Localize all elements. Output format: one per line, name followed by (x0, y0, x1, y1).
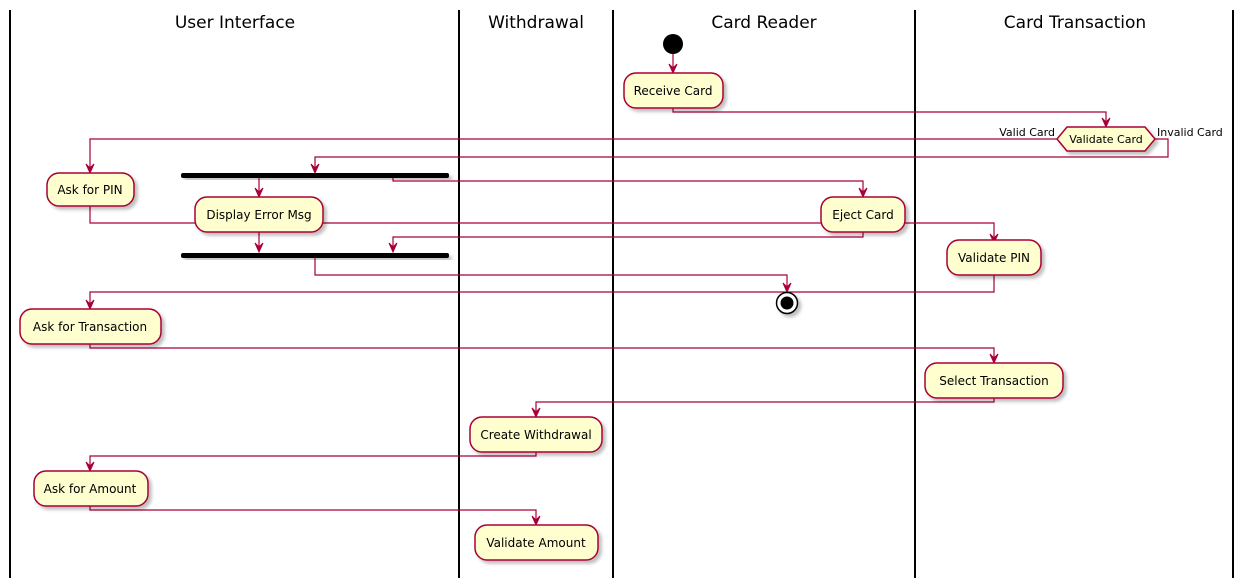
action-select-transaction: Select Transaction (924, 362, 1064, 399)
action-ask-for-transaction: Ask for Transaction (19, 308, 162, 345)
edge-create-withdrawal-to-ask-amount (89, 452, 537, 468)
arrowhead (254, 242, 264, 254)
validate-card-decision (1056, 126, 1156, 152)
edge-join-to-stop (314, 258, 788, 289)
action-label: Select Transaction (939, 374, 1048, 388)
lane-title-card-reader: Card Reader (711, 13, 816, 33)
action-display-error-msg: Display Error Msg (194, 196, 324, 233)
arrowhead (668, 63, 678, 75)
arrowhead (85, 461, 95, 473)
arrowhead (85, 163, 95, 175)
guard-valid-card: Valid Card (999, 126, 1055, 139)
action-label: Validate PIN (958, 251, 1030, 265)
guard-invalid-card: Invalid Card (1157, 126, 1223, 139)
arrowhead (388, 242, 398, 254)
arrowhead (85, 299, 95, 311)
arrowhead (1101, 117, 1111, 129)
action-create-withdrawal: Create Withdrawal (469, 416, 603, 453)
action-ask-for-pin: Ask for PIN (46, 172, 135, 207)
action-eject-card: Eject Card (820, 196, 906, 233)
edge-ask-pin-to-validate-pin (89, 206, 995, 240)
edge-fork-to-eject-card (392, 177, 864, 194)
lane-title-withdrawal: Withdrawal (488, 13, 584, 33)
arrowhead (989, 353, 999, 365)
action-label: Validate Amount (486, 536, 586, 550)
arrowhead (531, 407, 541, 419)
edge-ask-transaction-to-select-transaction (89, 344, 995, 360)
fork-bar (181, 173, 449, 178)
edge-validate-pin-to-ask-transaction (89, 275, 995, 306)
edge-valid-card-to-ask-pin (89, 138, 1057, 170)
lane-title-card-transaction: Card Transaction (1004, 13, 1146, 33)
action-label: Eject Card (832, 208, 894, 222)
arrowhead (531, 515, 541, 527)
arrowhead (310, 163, 320, 175)
start-node (663, 34, 683, 54)
action-ask-for-amount: Ask for Amount (33, 470, 149, 507)
action-validate-pin: Validate PIN (946, 239, 1042, 276)
action-label: Create Withdrawal (480, 428, 591, 442)
stop-node (775, 291, 799, 315)
arrowhead (254, 187, 264, 199)
join-bar (181, 253, 449, 258)
action-validate-amount: Validate Amount (474, 524, 599, 561)
action-label: Ask for Amount (44, 482, 137, 496)
validate-card-label: Validate Card (1069, 133, 1143, 146)
edge-eject-card-to-join (392, 232, 864, 249)
edge-select-transaction-to-create-withdrawal (535, 398, 995, 414)
edge-receive-to-validate-card (672, 108, 1107, 124)
action-label: Ask for PIN (57, 183, 122, 197)
action-label: Ask for Transaction (33, 320, 147, 334)
edge-ask-amount-to-validate-amount (89, 506, 537, 522)
lane-title-user-interface: User Interface (175, 13, 295, 33)
action-label: Display Error Msg (206, 208, 311, 222)
edge-invalid-card-to-fork (314, 138, 1169, 170)
action-receive-card: Receive Card (623, 72, 724, 109)
action-label: Receive Card (634, 84, 713, 98)
arrowhead (782, 282, 792, 294)
arrowhead (858, 187, 868, 199)
